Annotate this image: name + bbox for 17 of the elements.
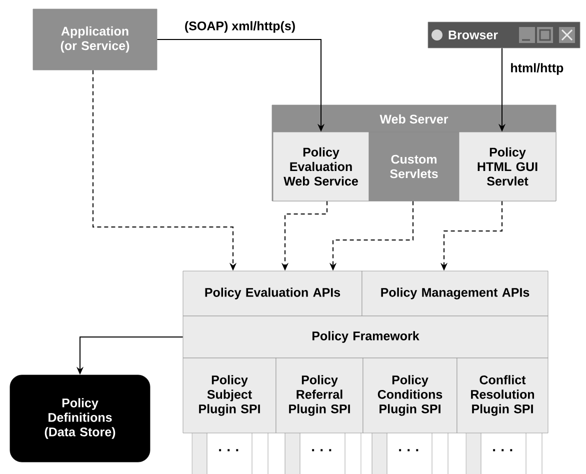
ellipsis-label: · · · [219,449,238,452]
api-box: Policy Evaluation APIs [182,270,362,316]
plugin-box: Conflict Resolution Plugin SPI [456,358,548,434]
ellipsis-label: · · · [312,449,332,452]
data-store-box: Policy Definitions (Data Store) [10,374,150,462]
edge-label: (SOAP) xml/http(s) [183,20,297,34]
ellipsis-label: · · · [493,449,512,452]
ellipsis-label: · · · [399,449,418,452]
plugin-box: Policy Conditions Plugin SPI [362,358,458,434]
application-box: Application (or Service) [32,8,158,70]
component-box: Custom Servlets [368,132,460,202]
plugin-box: Policy Referral Plugin SPI [276,358,364,434]
api-box: Policy Management APIs [362,270,548,316]
component-box: Policy Evaluation Web Service [272,132,370,202]
edge-label: html/http [509,62,565,76]
component-box: Policy HTML GUI Servlet [458,132,556,202]
plugin-box: Policy Subject Plugin SPI [182,358,276,434]
